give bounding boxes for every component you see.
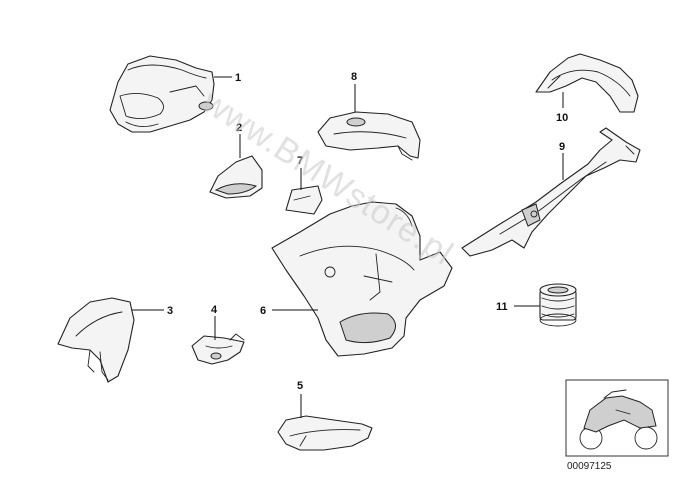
- callout-3: 3: [167, 305, 173, 317]
- part-11-roll[interactable]: [539, 283, 577, 327]
- part-10-tail-cover[interactable]: [535, 53, 639, 113]
- callout-6: 6: [260, 305, 266, 317]
- part-3-front-mudguard[interactable]: [57, 297, 135, 383]
- callout-8: 8: [351, 71, 357, 83]
- part-4-bracket-cover[interactable]: [191, 333, 245, 365]
- callout-5: 5: [297, 380, 303, 392]
- leader-lines: [132, 76, 564, 418]
- part-8-tank-cover[interactable]: [317, 111, 421, 161]
- callout-7: 7: [297, 155, 303, 167]
- callout-labels: 1 2 3 4 5 6 7 8 9 10 11: [167, 71, 568, 392]
- thumbnail-motorcycle: [565, 379, 669, 457]
- callout-2: 2: [236, 122, 242, 134]
- part-5-lower-spoiler[interactable]: [277, 415, 373, 451]
- part-1-front-fairing[interactable]: [109, 55, 215, 133]
- diagram-code: 00097125: [567, 461, 612, 472]
- callout-9: 9: [559, 141, 565, 153]
- callout-1: 1: [235, 72, 241, 84]
- callout-4: 4: [211, 304, 218, 316]
- part-9-subframe-bracket[interactable]: [461, 127, 641, 257]
- callout-10: 10: [556, 112, 568, 124]
- part-2-cover[interactable]: [209, 155, 263, 199]
- callout-11: 11: [496, 301, 508, 313]
- part-6-side-fairing[interactable]: [271, 201, 453, 357]
- part-7-plate[interactable]: [285, 185, 323, 215]
